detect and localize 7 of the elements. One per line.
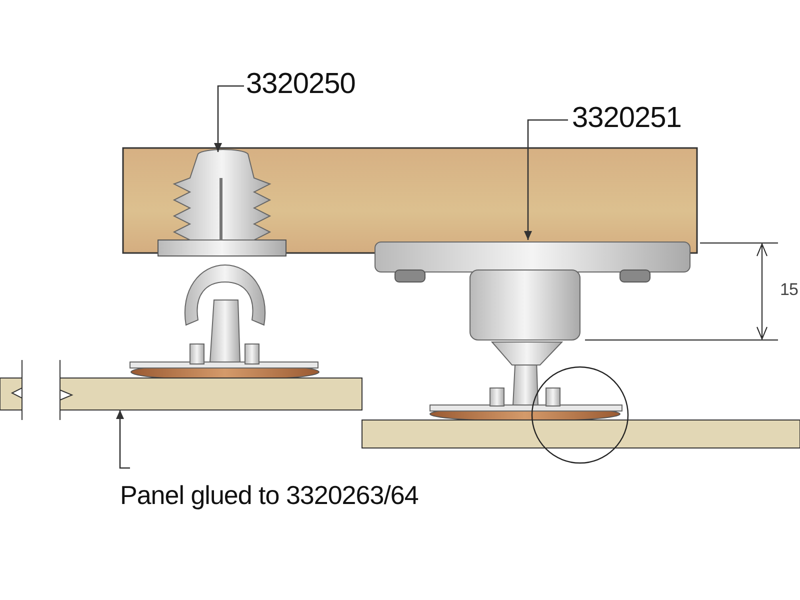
part-number: 3320250 — [246, 68, 356, 101]
leader-line — [524, 119, 568, 240]
part-number: 3320251 — [572, 102, 682, 135]
dimension-value: 15 — [780, 280, 798, 300]
leader-line — [214, 85, 244, 152]
leader-line — [116, 410, 130, 469]
caption-text: Panel glued to 3320263/64 — [120, 480, 418, 511]
